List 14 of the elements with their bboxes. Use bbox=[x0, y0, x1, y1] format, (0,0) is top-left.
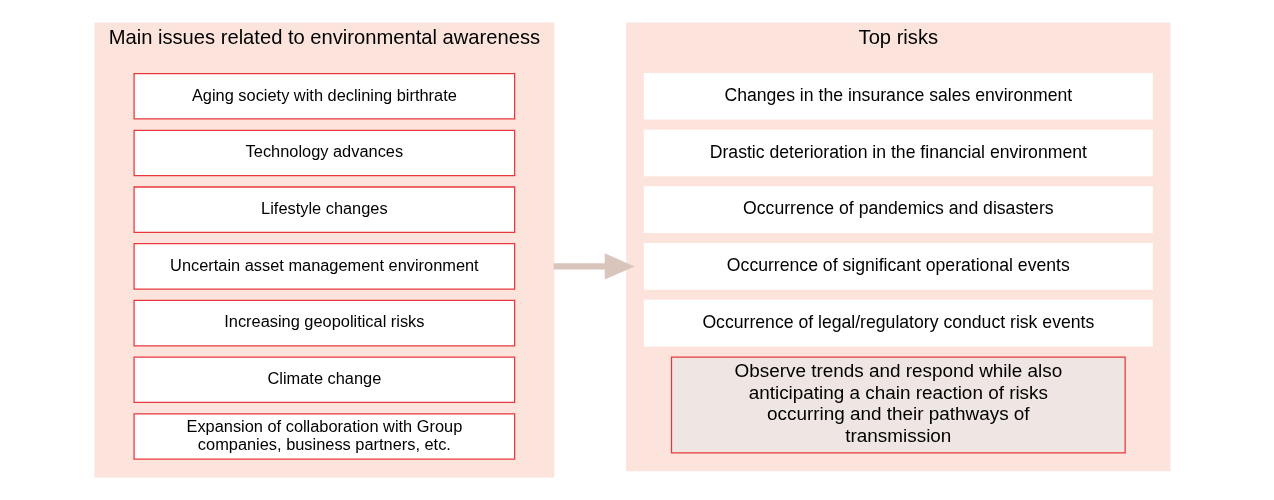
node-box: Uncertain asset management environment bbox=[132, 243, 515, 290]
arrow bbox=[553, 253, 635, 280]
node-box: Occurrence of significant operational events bbox=[643, 243, 1153, 290]
node-box: Lifestyle changes bbox=[132, 186, 515, 233]
node-box: Climate change bbox=[132, 356, 515, 404]
node-box: Increasing geopolitical risks bbox=[132, 299, 515, 347]
node-box: Changes in the insurance sales environment bbox=[643, 72, 1153, 120]
node-box: Observe trends and respond while also anticipating a chain reaction of risks occurring and their pathways of transmission bbox=[670, 356, 1126, 454]
node-box: Aging society with declining birthrate bbox=[132, 72, 515, 120]
node-box: Occurrence of pandemics and disasters bbox=[643, 186, 1153, 233]
node-box: Occurrence of legal/regulatory conduct risk events bbox=[643, 299, 1153, 347]
node-box: Drastic deterioration in the financial environment bbox=[643, 129, 1153, 177]
node-box: Technology advances bbox=[132, 129, 515, 177]
node-box: Expansion of collaboration with Group companies, business partners, etc. bbox=[132, 413, 515, 460]
